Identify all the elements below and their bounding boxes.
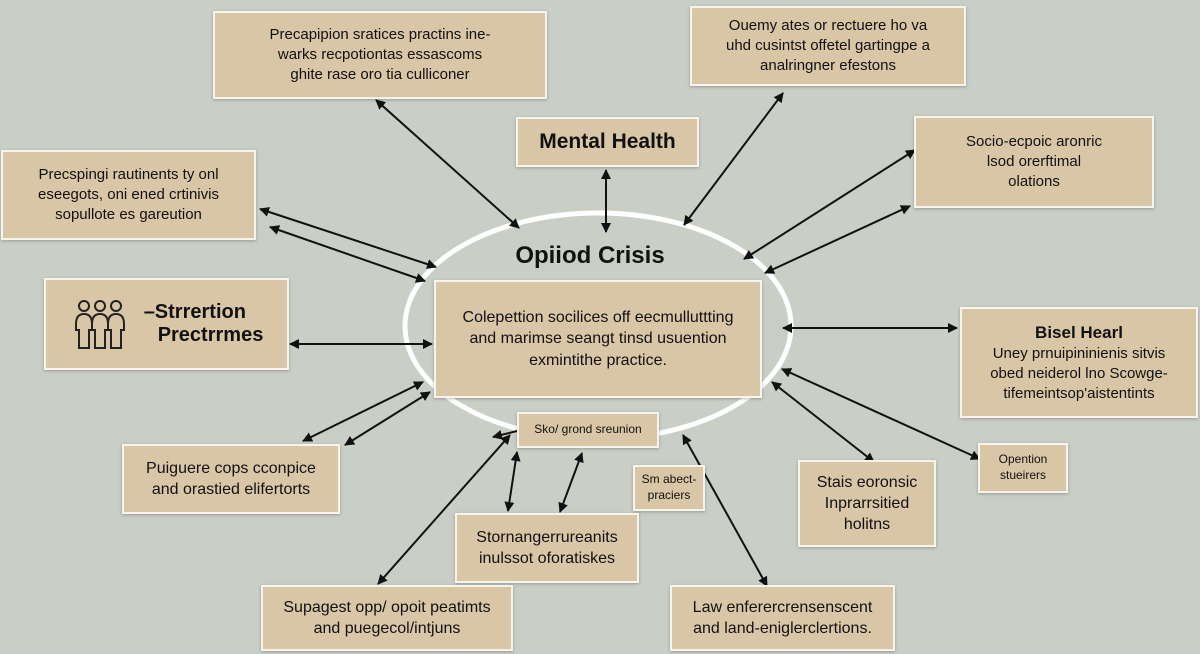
node-line: Sko/ grond sreunion [534,422,642,437]
structure-line-2: Prectrrmes [157,324,264,346]
node-line: eseegots, oni ened crtinivis [38,186,219,204]
node-line: ghite rase oro tia culliconer [290,65,470,83]
people-group-icon [74,300,125,349]
structure-line-1: –Strrertion [143,301,246,323]
connector-arrow [269,225,426,283]
node-line: Puiguere cops cconpice [146,459,316,477]
node-line: holitns [843,516,891,534]
node-small-practices: Sm abect- praciers [633,465,705,511]
connector-arrow [377,434,511,585]
node-prescription-practices: Precapipion sratices practins ine- warks… [213,11,547,99]
center-heading: Opiiod Crisis [515,242,665,269]
node-public-response: Puiguere cops cconpice and orastied elif… [122,444,340,514]
node-line: sopullote es gareution [55,205,202,223]
node-stronger-restraints: Stornangerrureanits inulssot oforatiskes [455,513,639,583]
connector-arrow [344,391,431,446]
node-line: stueirers [999,468,1046,482]
connector-arrows [259,92,981,587]
connector-arrow [683,92,784,226]
node-line: inulssot oforatiskes [478,550,616,567]
mental-health-label: Mental Health [539,130,676,154]
node-line: Uney prnuipininienis sitvis [992,345,1166,363]
node-mental-health: Mental Health [516,117,699,167]
structure-text: –Strrertion Prectrrmes [144,301,264,347]
node-line: Socio-ecpoic aronric [966,133,1102,151]
node-line: and orastied elifertorts [151,481,311,498]
node-line: Opention [998,452,1048,467]
node-line: tifemeintsop'aistentints [1003,384,1155,402]
node-law-enforcement: Law enferercrensenscent and land-enigler… [670,585,895,651]
node-line: Stornangerrureanits [476,528,618,546]
node-prescribing-treatments: Precspingi rautinents ty onl eseegots, o… [1,150,256,240]
center-box-line-2: and marimse seangt tinsd usuention [469,330,727,348]
node-line: warks recpotiontas essascoms [277,46,483,64]
node-line: obed neiderol lno Scowge- [990,364,1168,382]
node-ground-reunion: Sko/ grond sreunion [517,412,659,448]
connector-arrow [302,381,424,442]
center-box-line-1: Colepettion socilices off eecmulluttting [462,309,734,327]
connector-arrow [764,205,911,274]
node-stats-economic: Stais eoronsic Inprarrsitied holitns [798,460,936,547]
connector-arrow [259,207,437,269]
node-line: Ouemy ates or rectuere ho va [728,17,928,35]
node-support-patients: Supagest opp/ opoit peatimts and puegeco… [261,585,513,651]
node-structure-practices: –Strrertion Prectrrmes [44,278,289,370]
node-line: uhd cusintst offetel gartingpe a [725,37,931,55]
node-line: lsod orerftimal [986,153,1082,171]
node-basic-health: Bisel Hearl Uney prnuipininienis sitvis … [960,307,1198,418]
connector-arrow [504,451,521,512]
node-line: analringner efestons [760,56,896,74]
node-line: Law enferercrensenscent [692,598,873,616]
node-line: olations [1008,172,1060,190]
node-line: Inprarrsitied [824,494,910,512]
node-line: praciers [647,488,691,502]
node-line: and puegecol/intjuns [313,620,461,637]
node-line: Stais eoronsic [816,473,918,491]
node-line: and land-eniglerclertions. [693,620,872,637]
center-box: Colepettion socilices off eecmulluttting… [434,280,762,398]
node-title: Bisel Hearl [1035,322,1123,342]
node-operation: Opention stueirers [978,443,1068,493]
structure-content: –Strrertion Prectrrmes [70,296,264,352]
connector-arrow [375,99,520,229]
connector-arrow [558,452,584,513]
node-line: Precapipion sratices practins ine- [269,26,491,44]
connector-arrow [682,434,768,587]
center-box-line-3: exmintithe practice. [529,351,667,369]
node-line: Precspingi rautinents ty onl [38,166,219,184]
node-socio-economic: Socio-ecpoic aronric lsod orerftimal ola… [914,116,1154,208]
node-line: Supagest opp/ opoit peatimts [283,598,491,616]
node-line: Sm abect- [641,472,697,487]
connector-arrow [771,381,875,463]
node-recovery-strategies: Ouemy ates or rectuere ho va uhd cusints… [690,6,966,86]
